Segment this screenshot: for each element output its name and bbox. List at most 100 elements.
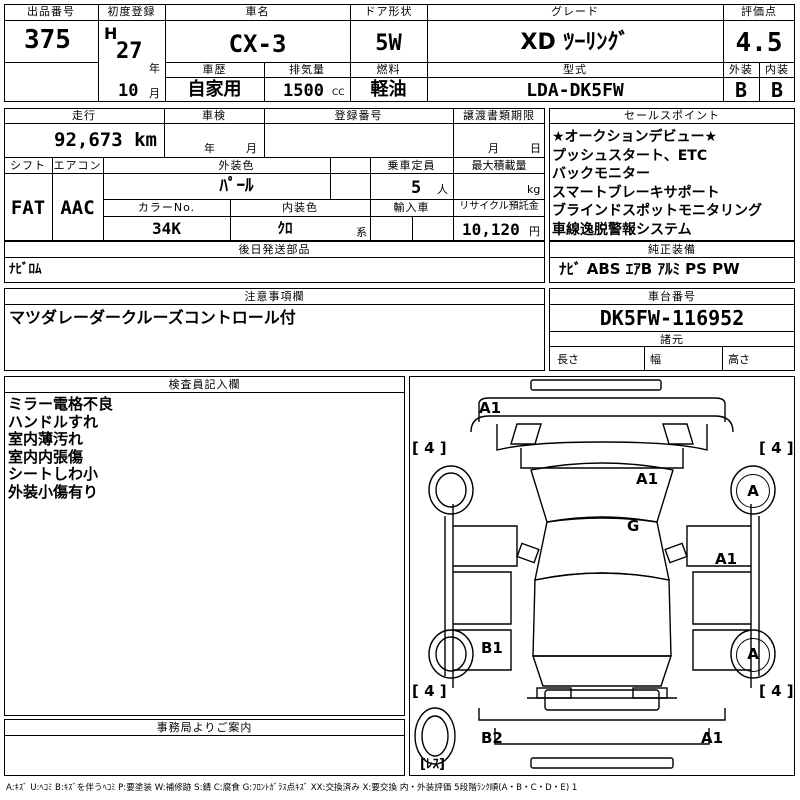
- cc-unit: CC: [332, 88, 345, 98]
- damage-mark-rear: B2: [481, 729, 503, 747]
- damage-mark-right-door: A1: [715, 550, 738, 568]
- mileage-value: 92,673 km: [54, 129, 157, 151]
- color-no-value: 34K: [152, 219, 181, 238]
- int-color-label: 内装色: [282, 201, 318, 214]
- capacity-label: 乗車定員: [387, 159, 436, 172]
- era: H: [104, 24, 118, 43]
- load-unit: kg: [527, 183, 541, 196]
- displacement-value: 1500: [283, 81, 324, 101]
- recycle-value: 10,120: [462, 220, 520, 239]
- first-reg-year: 27: [116, 39, 143, 64]
- first-reg-month: 10: [118, 81, 139, 101]
- wheel-fr-mark-circle: [736, 474, 770, 508]
- int-color-unit: 系: [356, 226, 367, 239]
- displacement-label: 排気量: [289, 63, 325, 76]
- doors-value: 5W: [375, 31, 402, 56]
- transfer-day-unit: 日: [530, 142, 541, 155]
- grade-value: XD ﾂｰﾘﾝｸﾞ: [520, 30, 630, 55]
- details-section: [4, 108, 545, 241]
- mileage-label: 走行: [72, 109, 96, 122]
- score-label: 評価点: [741, 5, 777, 18]
- type-value: LDA-DK5FW: [526, 80, 624, 101]
- equipment-label: 純正装備: [648, 243, 696, 256]
- score-value: 4.5: [735, 28, 783, 58]
- inspector-note: ハンドルすれ: [8, 412, 99, 431]
- history-value: 自家用: [187, 79, 242, 100]
- inspector-note: シートしわ小: [8, 465, 99, 484]
- ac-label: エアコン: [53, 159, 102, 172]
- transfer-month-unit: 月: [488, 142, 499, 155]
- damage-mark-hood: A1: [636, 470, 659, 488]
- wheel-rr-mark-circle: [736, 638, 770, 672]
- chassis-box: [549, 288, 795, 371]
- height-label: 高さ: [728, 353, 750, 366]
- damage-mark-front: A1: [479, 399, 502, 417]
- lot-number: 375: [24, 25, 71, 55]
- caution-box: [4, 288, 545, 371]
- damage-mark-left-rear: B1: [481, 639, 503, 657]
- ac-value: AAC: [60, 197, 95, 219]
- color-label: 外装色: [218, 159, 255, 172]
- damage-mark-wheel-rr: A: [747, 645, 759, 663]
- history-label: 車歴: [202, 63, 227, 76]
- recycle-label: リサイクル預託金: [459, 201, 539, 212]
- capacity-value: 5: [411, 178, 422, 198]
- tire-depth-rl: [ 4 ]: [412, 682, 447, 700]
- sales-points-label: セールスポイント: [624, 109, 720, 122]
- inspector-note: 室内薄汚れ: [8, 430, 84, 449]
- recycle-unit: 円: [529, 225, 540, 238]
- spare-tire-label: [ﾚｽ]: [420, 757, 445, 772]
- sales-point: 車線逸脱警報システム: [552, 221, 692, 238]
- tire-depth-fr: [ 4 ]: [759, 439, 794, 457]
- later-parts-box: [4, 241, 545, 283]
- inspector-notes: ミラー電格不良 ハンドルすれ 室内薄汚れ 室内内張傷 シートしわ小 外装小傷有り: [8, 395, 114, 502]
- int-grade-label: 内装: [765, 63, 789, 76]
- ext-grade-label: 外装: [729, 63, 753, 76]
- fuel-value: 軽油: [370, 79, 407, 100]
- car-diagram: [414, 379, 776, 769]
- office-box: [4, 719, 405, 776]
- reg-number-label: 登録番号: [334, 109, 383, 122]
- sales-point: ★オークションデビュー★: [552, 129, 718, 145]
- width-label: 幅: [650, 353, 661, 366]
- sales-points-list: ★オークションデビュー★ プッシュスタート、ETC バックモニター スマートブレ…: [552, 128, 762, 240]
- inspector-label: 検査員記入欄: [168, 378, 241, 391]
- inspector-note: 外装小傷有り: [8, 482, 99, 501]
- damage-mark-rear-right: A1: [701, 729, 724, 747]
- inspection-label: 車検: [202, 109, 226, 122]
- chassis-label: 車台番号: [648, 290, 696, 303]
- tire-depth-fl: [ 4 ]: [412, 439, 447, 457]
- inspection-month-unit: 月: [246, 142, 257, 155]
- header-section: [4, 4, 795, 102]
- fuel-label: 燃料: [376, 63, 401, 76]
- inspector-note: ミラー電格不良: [8, 395, 114, 413]
- later-parts-value: ﾅﾋﾞﾛﾑ: [9, 262, 42, 277]
- inspector-box: [4, 376, 405, 716]
- chassis-number: DK5FW-116952: [599, 306, 745, 330]
- spec-label: 諸元: [660, 333, 684, 346]
- office-label: 事務局よりご案内: [156, 721, 253, 734]
- tire-depth-rr: [ 4 ]: [759, 682, 794, 700]
- damage-mark-windshield: G: [627, 517, 640, 535]
- transfer-label: 譲渡書類期限: [463, 109, 535, 122]
- year-unit: 年: [149, 62, 160, 75]
- import-label: 輸入車: [393, 201, 430, 214]
- doors-label: ドア形状: [364, 5, 413, 18]
- sales-point: バックモニター: [552, 166, 650, 183]
- car-diagram-box: [409, 376, 795, 776]
- lot-label: 出品番号: [27, 5, 75, 18]
- equipment-value: ﾅﾋﾞ ABS ｴｱB ｱﾙﾐ PS PW: [559, 260, 740, 278]
- ext-grade: B: [734, 78, 748, 102]
- sales-point: スマートブレーキサポート: [552, 184, 720, 201]
- sales-point: ブラインドスポットモニタリング: [552, 203, 762, 220]
- shift-label: シフト: [10, 159, 46, 172]
- capacity-unit: 人: [437, 183, 448, 196]
- later-parts-label: 後日発送部品: [238, 243, 311, 256]
- model-label: 車名: [245, 5, 270, 18]
- first-reg-label: 初度登録: [107, 5, 156, 18]
- inspector-note: 室内内張傷: [8, 447, 84, 466]
- length-label: 長さ: [557, 353, 579, 366]
- equipment-box: [549, 241, 795, 283]
- color-no-label: カラーNo.: [137, 201, 196, 214]
- grade-label: グレード: [551, 5, 599, 18]
